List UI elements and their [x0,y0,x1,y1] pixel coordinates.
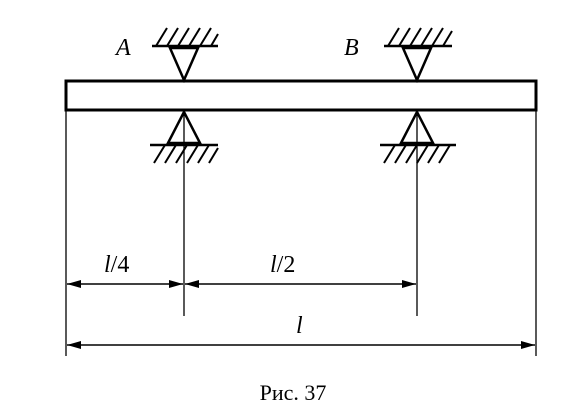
support-a-label: A [114,35,131,61]
dimension-label-middle: l/2 [270,252,295,278]
extension-lines [65,110,537,356]
support-b-label: B [344,35,359,61]
support-b-top [384,27,453,84]
dimension-label-left: l/4 [104,252,129,278]
figure-caption: Рис. 37 [260,380,327,405]
support-a-top [152,27,219,84]
support-b-bottom [380,109,456,164]
dimension-label-total: l [296,313,303,339]
beam [64,79,538,112]
